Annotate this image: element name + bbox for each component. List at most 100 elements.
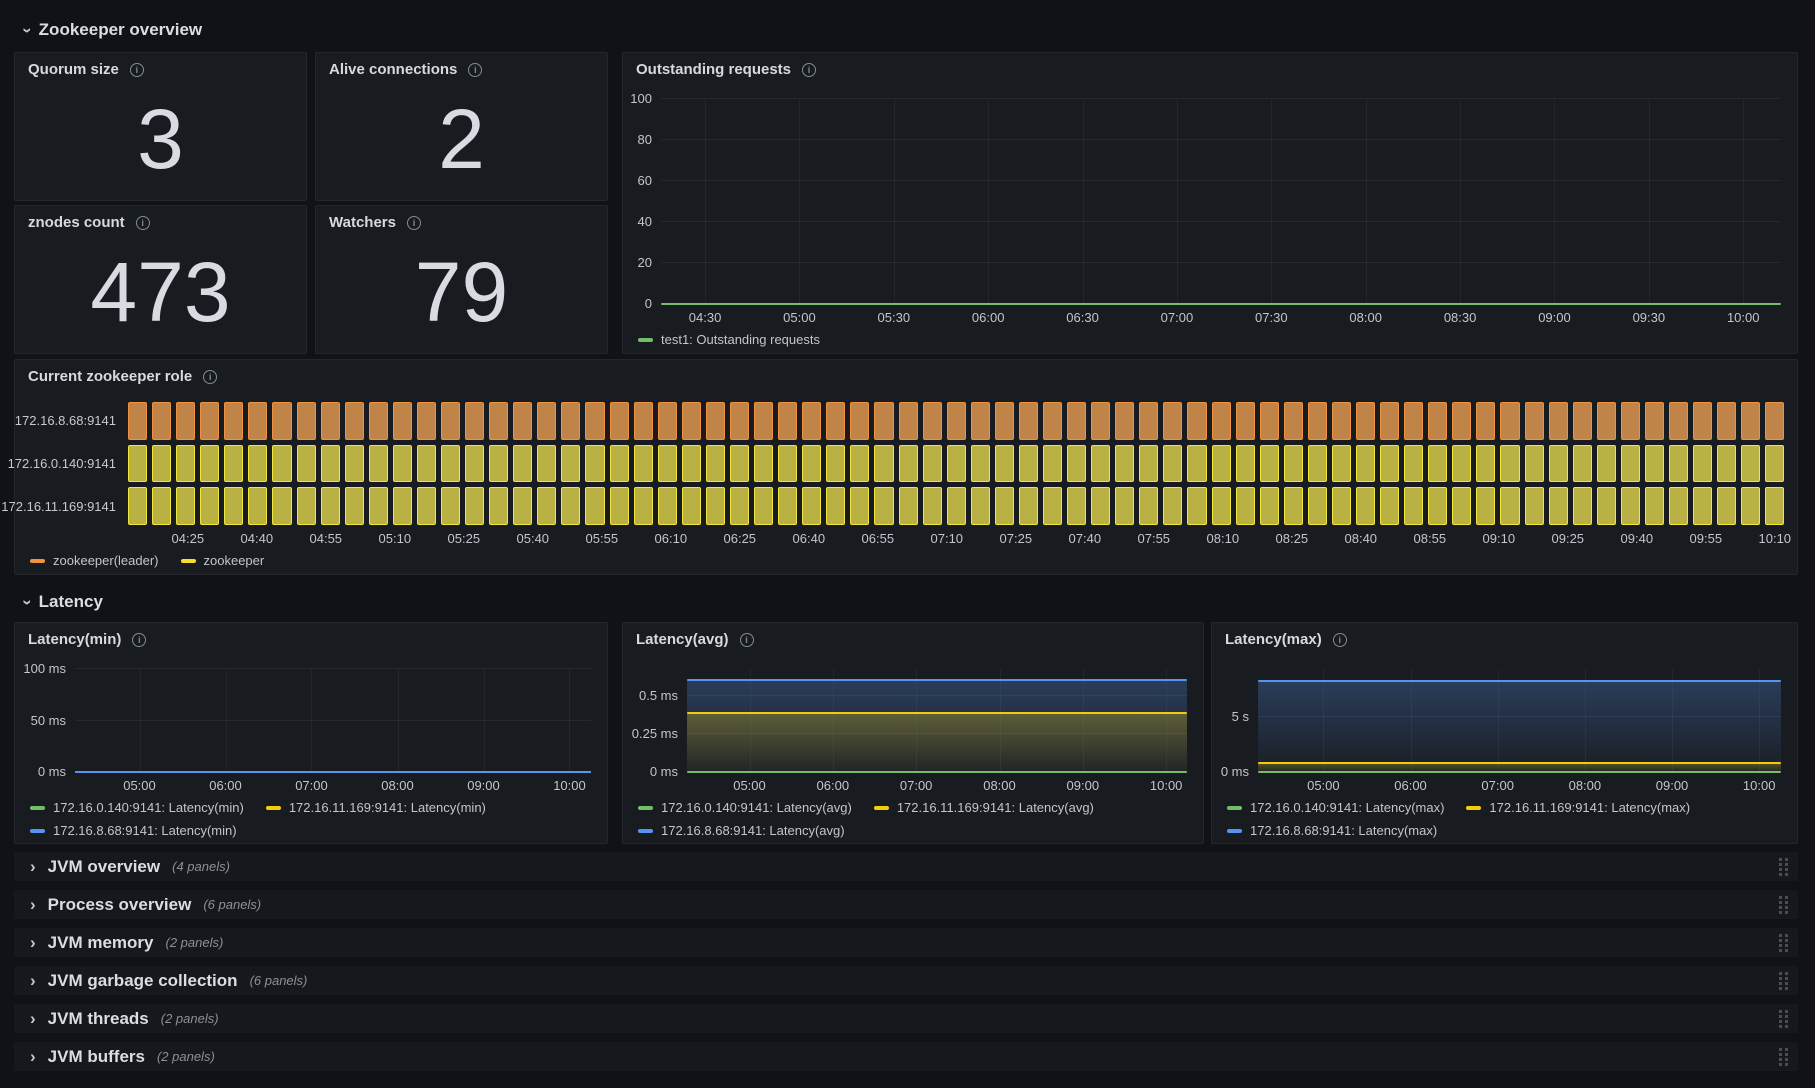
state-bar [1596,487,1616,526]
section-title: JVM memory [47,932,154,952]
state-bar [1091,402,1111,440]
info-icon[interactable] [1332,632,1347,647]
state-bar [1548,487,1568,526]
legend-item[interactable]: 172.16.8.68:9141: Latency(max) [1227,823,1437,838]
info-icon[interactable] [739,632,754,647]
y-tick-label: 5 s [1231,708,1249,724]
state-bar [1741,444,1761,483]
drag-handle-icon[interactable] [1779,1009,1788,1028]
state-bar [1524,444,1544,483]
drag-dot [1785,948,1788,952]
info-icon[interactable] [129,62,144,77]
legend-series-dash [873,805,889,810]
timeline-row: 172.16.8.68:9141 [15,402,1785,440]
info-icon[interactable] [802,62,817,77]
panel-header: Quorum size [28,61,144,78]
y-tick-label: 50 ms [30,712,66,728]
panel-znodes-count: znodes count 473 [14,205,307,354]
section-latency[interactable]: Latency [25,592,103,612]
section-title: JVM buffers [47,1046,145,1066]
panel-latency-max: Latency(max) 0 ms5 s05:0006:0007:0008:00… [1211,622,1798,844]
drag-dot [1785,971,1788,975]
x-tick-label: 04:30 [688,310,722,325]
state-bar [1042,444,1063,483]
info-icon[interactable] [406,215,421,230]
drag-handle-icon[interactable] [1779,857,1788,876]
gridline [75,668,591,669]
legend-item[interactable]: 172.16.0.140:9141: Latency(max) [1227,800,1444,815]
info-icon[interactable] [135,215,150,230]
y-tick-label: 20 [637,255,652,270]
legend-item[interactable]: zookeeper(leader) [30,553,159,568]
gridline [1176,99,1178,304]
legend-label: 172.16.0.140:9141: Latency(min) [53,800,244,815]
state-bar [465,444,485,483]
state-bar [585,402,605,440]
state-bar [826,487,846,526]
panel-title: Watchers [329,214,396,231]
x-tick-label: 08:55 [1413,531,1447,546]
x-tick-label: 05:30 [877,310,911,325]
section-jvm-overview[interactable]: JVM overview (4 panels) [14,852,1798,881]
chevron-right-icon [30,934,36,951]
section-process-overview[interactable]: Process overview (6 panels) [14,890,1798,919]
legend-item[interactable]: 172.16.11.169:9141: Latency(avg) [873,800,1094,815]
state-bar [946,402,966,440]
drag-dot [1779,971,1782,975]
state-bar [1717,402,1737,440]
x-tick-label: 06:00 [209,778,242,793]
drag-dot [1785,862,1788,866]
drag-handle-icon[interactable] [1779,1047,1788,1066]
state-bar [1428,402,1448,440]
drag-dot [1779,1047,1782,1051]
state-bar [1307,402,1327,440]
legend-item[interactable]: 172.16.8.68:9141: Latency(min) [30,823,237,838]
drag-handle-icon[interactable] [1779,971,1788,990]
info-icon[interactable] [468,62,483,77]
state-bar [970,444,990,483]
legend-item[interactable]: 172.16.8.68:9141: Latency(avg) [638,823,845,838]
legend-item[interactable]: 172.16.0.140:9141: Latency(avg) [638,800,852,815]
x-tick-label: 09:10 [1482,531,1516,546]
legend-item[interactable]: 172.16.11.169:9141: Latency(min) [265,800,486,815]
state-bar [1548,444,1568,483]
drag-dot [1779,938,1782,942]
legend-item[interactable]: 172.16.0.140:9141: Latency(min) [30,800,244,815]
state-bar [1307,444,1327,483]
section-jvm-memory[interactable]: JVM memory (2 panels) [14,928,1798,957]
state-bar [898,444,918,483]
series-line [661,303,1781,305]
state-bar [946,487,966,526]
state-bar [1765,444,1785,483]
legend-item[interactable]: test1: Outstanding requests [638,332,820,347]
section-jvm-buffers[interactable]: JVM buffers (2 panels) [14,1042,1798,1071]
state-bar [874,487,894,526]
x-tick-label: 08:00 [381,778,414,793]
state-bar [344,487,364,526]
legend-item[interactable]: 172.16.11.169:9141: Latency(max) [1466,800,1690,815]
state-bar [1331,444,1351,483]
timeline-row-label: 172.16.0.140:9141 [7,456,116,471]
state-bar [1042,402,1063,440]
drag-handle-icon[interactable] [1779,895,1788,914]
x-tick-label: 09:40 [1620,531,1654,546]
legend-label: 172.16.11.169:9141: Latency(max) [1489,800,1691,815]
info-icon[interactable] [203,369,218,384]
section-zookeeper-overview[interactable]: Zookeeper overview [25,20,202,40]
section-jvm-garbage-collection[interactable]: JVM garbage collection (6 panels) [14,966,1798,995]
drag-handle-icon[interactable] [1779,933,1788,952]
drag-dot [1779,867,1782,871]
state-bar [1669,487,1689,526]
gridline [1497,669,1499,772]
section-jvm-threads[interactable]: JVM threads (2 panels) [14,1004,1798,1033]
state-bar [1524,487,1544,526]
x-tick-label: 09:00 [1538,310,1571,325]
panel-alive-connections: Alive connections 2 [315,52,608,201]
state-bar [152,402,172,440]
info-icon[interactable] [132,632,147,647]
legend-item[interactable]: zookeeper [180,553,264,568]
